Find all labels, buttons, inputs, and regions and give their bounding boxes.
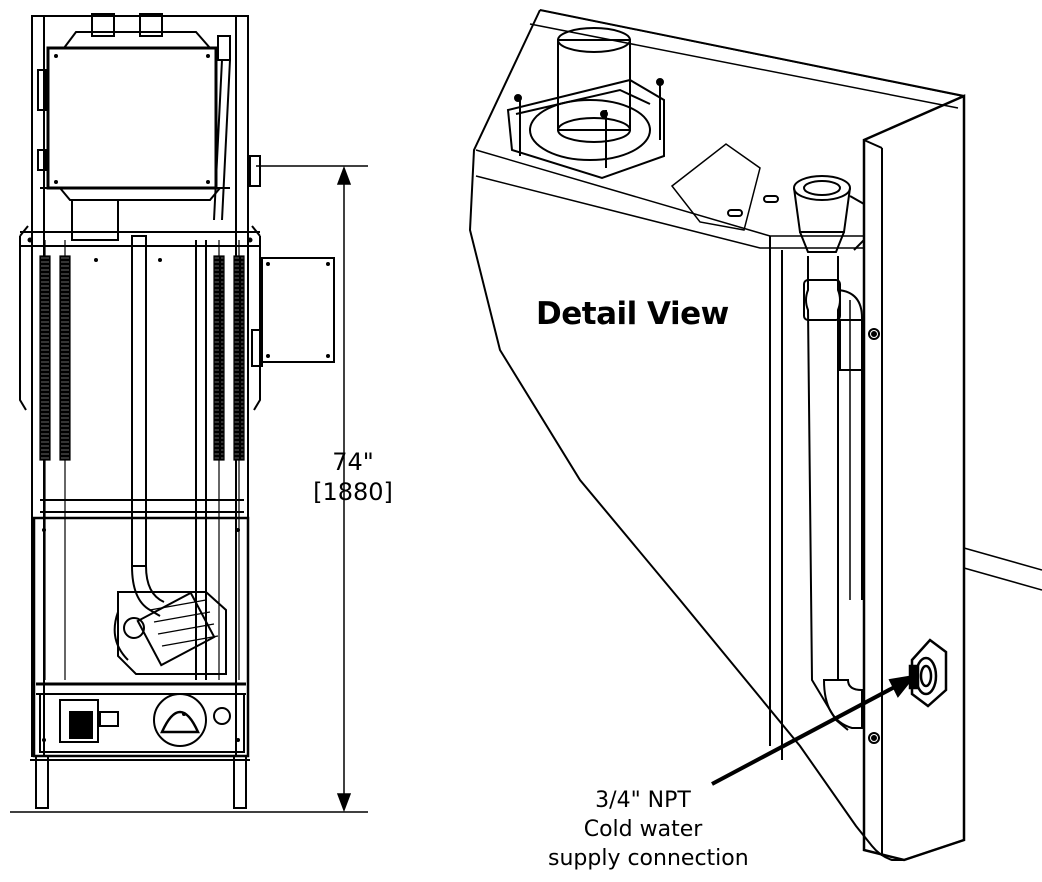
dimension-metric: [1880]	[313, 478, 393, 506]
top-fitting-right	[139, 13, 163, 37]
front-panel	[862, 94, 966, 862]
callout-line-3: supply connection	[548, 846, 749, 871]
vertical-pipe-center	[131, 235, 147, 567]
valve-fitting	[793, 175, 865, 253]
callout-line-2: Cold water	[583, 817, 703, 842]
left-side-bracket	[19, 225, 29, 411]
arrow-top	[336, 165, 352, 185]
arrow-bottom	[336, 793, 352, 813]
supply-pipe	[805, 256, 849, 731]
base-section	[39, 693, 245, 753]
right-side-bracket	[251, 225, 261, 411]
lower-elbow	[822, 679, 863, 729]
dimension-imperial: 74"	[332, 448, 374, 476]
fastener-dots	[27, 54, 330, 742]
coil-spring-left-pair	[39, 240, 71, 680]
detail-view	[468, 9, 1042, 862]
detail-outline	[468, 9, 965, 861]
top-fitting-left	[91, 13, 115, 37]
leg-left	[35, 755, 49, 809]
coil-spring-right-pair	[213, 240, 245, 680]
detail-view-title: Detail View	[536, 296, 729, 332]
neck-housing	[71, 199, 119, 241]
fan-housing	[506, 27, 665, 180]
callout-arrow	[711, 674, 917, 786]
cold-water-connection-nut	[908, 638, 948, 708]
height-dimension	[256, 165, 368, 813]
top-cabinet	[46, 46, 218, 190]
control-module	[59, 699, 99, 743]
lower-cabinet	[32, 516, 250, 758]
leg-right	[233, 755, 247, 809]
front-elevation-view	[10, 13, 368, 813]
side-electrical-box	[261, 257, 335, 363]
drain-pump	[153, 693, 207, 747]
mounting-bracket	[670, 143, 761, 231]
callout-line-1: 3/4" NPT	[595, 788, 691, 813]
compressor-assembly	[113, 591, 227, 675]
